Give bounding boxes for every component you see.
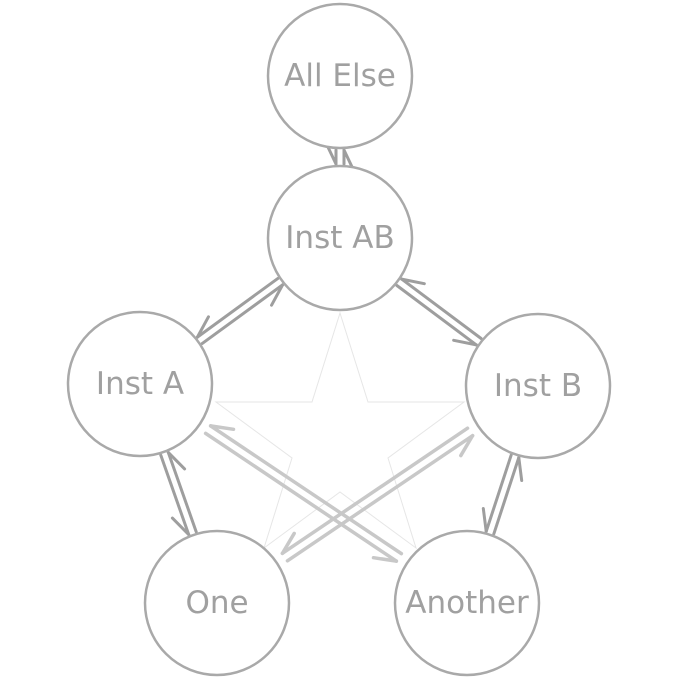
edge-line-forward <box>203 431 399 563</box>
node-another-circle <box>393 529 541 677</box>
arrowhead-barb <box>459 433 475 458</box>
node-all-else-circle <box>266 2 414 150</box>
edge-line-backward <box>166 450 198 534</box>
node-inst-a-label: Inst A <box>96 366 184 402</box>
arrowhead-barb <box>371 555 399 563</box>
arrowhead-barb <box>452 338 478 347</box>
arrowhead-barb <box>170 516 191 537</box>
node-another[interactable]: Another <box>393 529 541 677</box>
edge-inst-ab-inst-b <box>395 277 483 347</box>
edge-line-forward <box>484 453 513 533</box>
arrowhead-barb <box>400 277 426 286</box>
edge-inst-b-another <box>481 453 524 536</box>
node-inst-ab-circle <box>266 164 414 312</box>
edge-inst-a-one <box>159 450 198 537</box>
node-all-else[interactable]: All Else <box>266 2 414 150</box>
arrowhead-barb <box>195 315 210 339</box>
node-inst-b-label: Inst B <box>494 368 582 404</box>
arrowhead-barb <box>270 283 285 307</box>
edge-inst-a-another <box>203 424 404 563</box>
node-inst-ab[interactable]: Inst AB <box>266 164 414 312</box>
edge-line-backward <box>285 433 475 563</box>
node-another-label: Another <box>405 585 529 621</box>
node-inst-ab-label: Inst AB <box>285 220 394 256</box>
edge-line-forward <box>195 276 280 339</box>
edge-line-backward <box>400 277 483 340</box>
node-one-label: One <box>185 585 248 621</box>
node-inst-a[interactable]: Inst A <box>66 310 214 458</box>
edge-inst-b-one <box>280 426 475 563</box>
arrowhead-barb <box>208 424 236 432</box>
node-one-circle <box>143 529 291 677</box>
edge-line-forward <box>280 426 470 556</box>
node-inst-a-circle <box>66 310 214 458</box>
edge-line-forward <box>159 453 191 537</box>
arrowhead-barb <box>280 531 296 556</box>
edge-line-backward <box>208 424 404 556</box>
node-all-else-label: All Else <box>284 58 396 94</box>
edges-layer <box>159 141 524 563</box>
edge-line-backward <box>200 283 285 346</box>
edge-inst-ab-inst-a <box>195 276 285 346</box>
arrowhead-barb <box>166 450 187 471</box>
edge-line-backward <box>492 456 521 536</box>
node-inst-b-circle <box>464 312 612 460</box>
edge-line-forward <box>395 284 478 347</box>
node-one[interactable]: One <box>143 529 291 677</box>
star-outline <box>214 311 466 550</box>
arrowhead-barb <box>481 506 488 533</box>
node-inst-b[interactable]: Inst B <box>464 312 612 460</box>
arrowhead-barb <box>517 456 524 483</box>
